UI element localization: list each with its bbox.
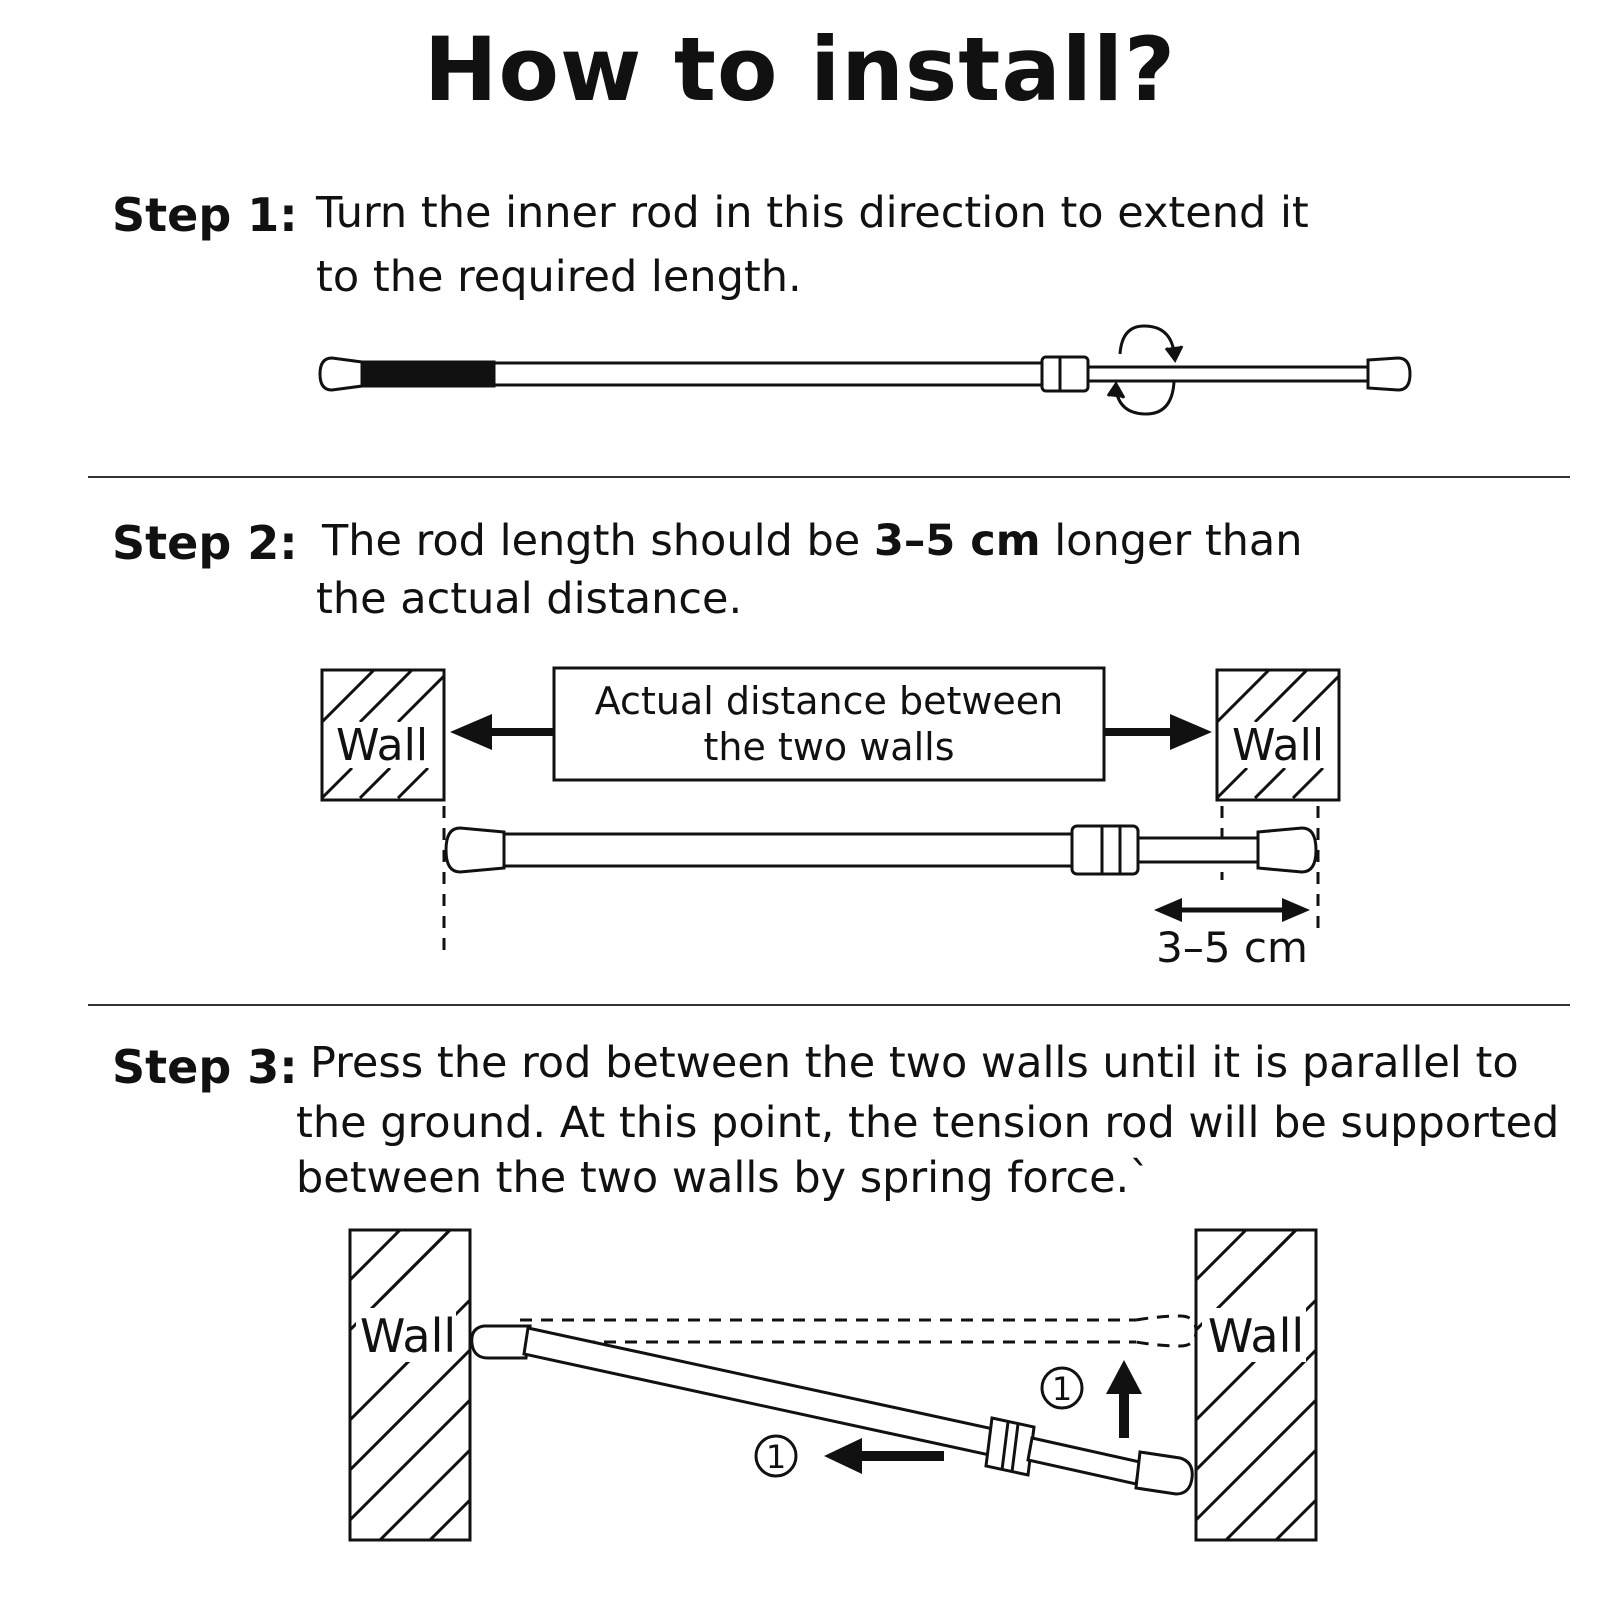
step-1-text-line-1: Turn the inner rod in this direction to … <box>316 188 1309 238</box>
up-arrow-icon <box>1106 1360 1142 1438</box>
rod-end-cap-left <box>318 356 364 392</box>
step-1-label: Step 1: <box>112 188 298 242</box>
step-3-text-line-1: Press the rod between the two walls unti… <box>310 1038 1519 1088</box>
wall-left-label: Wall <box>336 720 428 771</box>
step-2-label: Step 2: <box>112 516 298 570</box>
rod-end-cap-right <box>1256 826 1318 874</box>
measure-arrow-icon <box>1154 898 1310 922</box>
inner-rod <box>1086 365 1370 383</box>
step-3-install-diagram: Wall Wall <box>348 1228 1318 1542</box>
step-1-rod-diagram <box>318 324 1412 416</box>
step-2-text-bold: 3–5 cm <box>873 516 1041 566</box>
rod-collar <box>984 1416 1036 1477</box>
section-divider-1 <box>88 476 1570 478</box>
distance-arrow-left-icon <box>450 714 554 750</box>
rod-end-cap-left <box>444 826 506 874</box>
wall-right-label: Wall <box>1232 720 1324 771</box>
distance-label-box <box>552 666 1106 782</box>
wall-right <box>1215 668 1341 802</box>
step-3-label: Step 3: <box>112 1040 298 1094</box>
wall-left <box>348 1228 472 1542</box>
tilted-rod <box>470 1324 1194 1496</box>
rod-grip <box>360 360 496 388</box>
distance-label-line-2: the two walls <box>703 725 954 769</box>
reference-lines <box>442 806 1320 960</box>
distance-arrow-right-icon <box>1104 714 1212 750</box>
step-marker-upper: 1 <box>1040 1366 1084 1410</box>
rod-collar <box>1070 824 1140 876</box>
rod-end-cap-right <box>1366 356 1412 392</box>
rod-collar <box>1040 355 1090 393</box>
rod-end-cap-right <box>1134 1450 1194 1496</box>
wall-right <box>1194 1228 1318 1542</box>
step-1-text-line-2: to the required length. <box>316 252 802 302</box>
step-2-text-after: longer than <box>1040 516 1303 566</box>
wall-right-label: Wall <box>1208 1309 1304 1363</box>
section-divider-2 <box>88 1004 1570 1006</box>
step-2-text-line-1: The rod length should be 3–5 cm longer t… <box>322 516 1303 568</box>
rotation-arrow-icon <box>1106 324 1184 416</box>
step-2-text-line-2: the actual distance. <box>316 574 743 624</box>
rod-end-cap-left <box>470 1324 532 1360</box>
step-marker-lower: 1 <box>754 1434 798 1478</box>
step-2-rod <box>444 824 1318 876</box>
measure-label: 3–5 cm <box>1156 923 1308 972</box>
wall-left <box>320 668 446 802</box>
outer-tube <box>492 361 1044 387</box>
step-2-text-before: The rod length should be <box>322 516 874 566</box>
page-title: How to install? <box>423 18 1177 121</box>
step-marker-upper-label: 1 <box>1052 1370 1072 1408</box>
step-3-text-line-3: between the two walls by spring force.` <box>296 1153 1151 1203</box>
left-arrow-icon <box>824 1438 944 1474</box>
wall-left-label: Wall <box>360 1309 456 1363</box>
distance-label-line-1: Actual distance between <box>595 679 1064 723</box>
target-rod-outline <box>520 1314 1198 1348</box>
step-2-distance-diagram: Wall Wall Actual distance between the tw… <box>320 666 1341 972</box>
step-3-text-line-2: the ground. At this point, the tension r… <box>296 1098 1560 1148</box>
step-marker-lower-label: 1 <box>766 1438 786 1476</box>
